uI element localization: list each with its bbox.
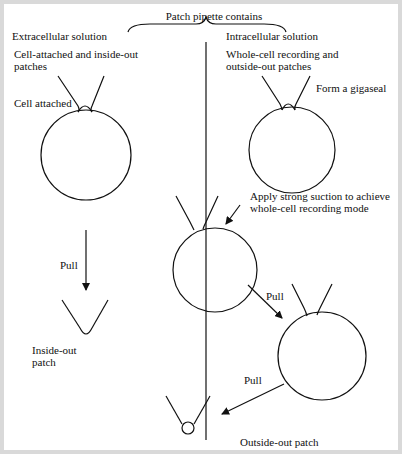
- pipette: [295, 76, 310, 110]
- patch-clamp-illustration: [4, 4, 398, 450]
- section-heading: Whole-cell recording and outside-out pat…: [226, 48, 376, 72]
- step-label: Pull: [244, 374, 274, 386]
- step-label: Pull: [266, 290, 284, 302]
- pipette: [166, 396, 182, 424]
- membrane-patch: [78, 106, 92, 112]
- step-label: Form a gigaseal: [316, 82, 386, 94]
- section-heading: Whole-cell recording and outside-out pat…: [226, 48, 338, 72]
- result-label: Outside-out patch: [240, 436, 360, 448]
- pipette: [317, 284, 332, 315]
- solution-label: Extracellular solution: [12, 30, 107, 42]
- step-label: Pull: [244, 374, 262, 386]
- cell: [249, 107, 335, 193]
- pull-arrow: [222, 384, 284, 414]
- result-label: Outside-out patch: [240, 436, 319, 448]
- result-label: Inside-out patch: [32, 344, 92, 368]
- pipette: [62, 300, 80, 328]
- pipette: [92, 300, 108, 328]
- step-label: Cell attached: [14, 97, 84, 109]
- pipette: [91, 76, 104, 112]
- step-label: Pull: [60, 259, 90, 271]
- pipette: [203, 196, 218, 229]
- membrane-patch: [282, 104, 295, 110]
- step-label: Apply strong suction to achieve whole-ce…: [250, 190, 392, 214]
- title-text: Patch pipette contains: [166, 10, 263, 22]
- result-label: Inside-out patch: [32, 344, 77, 368]
- pipette: [292, 284, 307, 316]
- solution-label: Extracellular solution: [12, 30, 142, 42]
- suction-pointer: [226, 205, 240, 224]
- step-label: Cell attached: [14, 97, 72, 109]
- solution-label: Intracellular solution: [226, 30, 356, 42]
- cell: [278, 312, 366, 400]
- solution-label: Intracellular solution: [226, 30, 318, 42]
- cell: [173, 228, 257, 312]
- pipette: [176, 196, 194, 230]
- title-text: Patch pipette contains: [154, 10, 274, 22]
- membrane-vesicle: [182, 422, 194, 434]
- pipette: [262, 76, 282, 110]
- step-label: Pull: [60, 259, 78, 271]
- section-heading: Cell-attached and inside-out patches: [14, 48, 154, 72]
- step-label: Form a gigaseal: [316, 82, 396, 94]
- step-label: Pull: [266, 290, 296, 302]
- pull-arrow: [85, 230, 86, 290]
- step-label: Apply strong suction to achieve whole-ce…: [250, 190, 390, 214]
- divider-line: [205, 42, 206, 440]
- cell: [41, 110, 131, 200]
- pipette: [194, 396, 210, 424]
- membrane-patch: [80, 328, 92, 334]
- section-heading: Cell-attached and inside-out patches: [14, 48, 138, 72]
